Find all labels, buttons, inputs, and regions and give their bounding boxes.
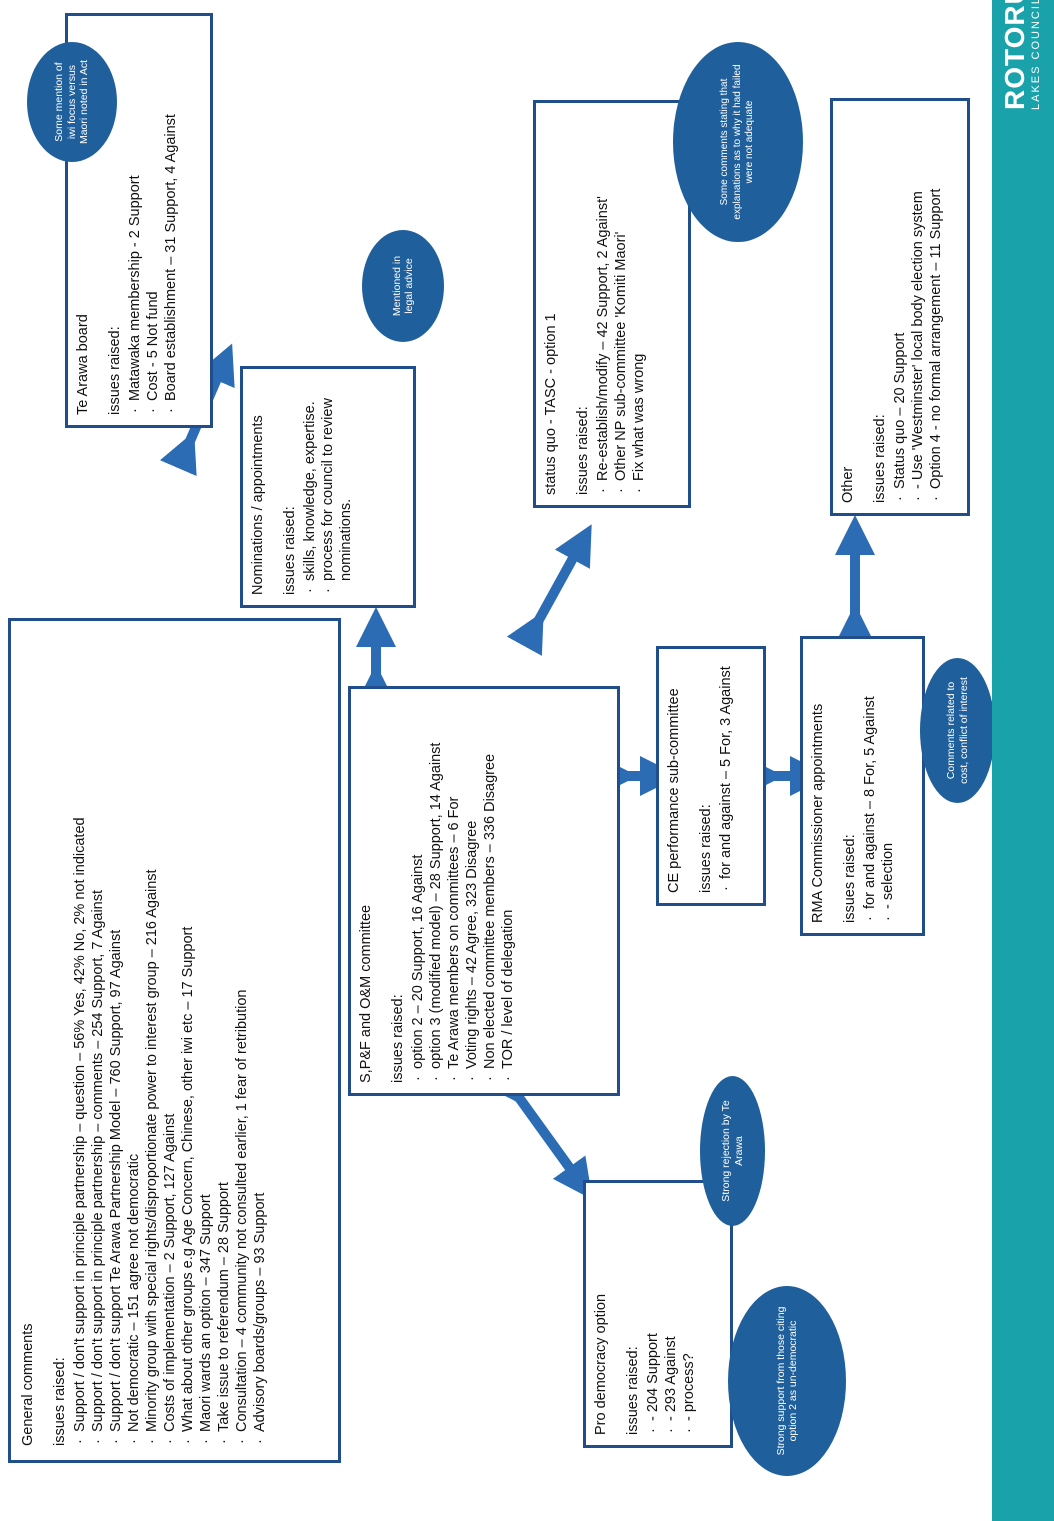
- ce-issues-label: issues raised:: [698, 804, 714, 893]
- rma-issues-label: issues raised:: [842, 834, 858, 923]
- list-item: Re-establish/modify – 42 Support, 2 Agai…: [594, 113, 612, 495]
- spf-issues-list: option 2 – 20 Support, 16 Against option…: [409, 699, 517, 1083]
- nominations-issues-label: issues raised:: [282, 506, 298, 595]
- nominations-title: Nominations / appointments: [250, 415, 266, 595]
- rma-commissioner-box: RMA Commissioner appointments issues rai…: [800, 636, 925, 936]
- list-item: Support / don't support in principle par…: [89, 635, 107, 1446]
- list-item: - Use 'Westminster' local body election …: [909, 111, 927, 503]
- list-item: process for council to review nomination…: [319, 379, 355, 595]
- nominations-issues-list: skills, knowledge, expertise. process fo…: [301, 379, 355, 595]
- list-item: - process?: [680, 1193, 698, 1435]
- other-issues-list: Status quo – 20 Support - Use 'Westminst…: [891, 111, 945, 503]
- list-item: Board establishment – 31 Support, 4 Agai…: [162, 26, 180, 415]
- list-item: Cost - 5 Not fund: [144, 26, 162, 415]
- status-quo-title: status quo - TASC - option 1: [543, 313, 559, 495]
- general-comments-box: General comments issues raised: Support …: [8, 618, 341, 1463]
- list-item: Option 4 - no formal arrangement – 11 Su…: [927, 111, 945, 503]
- bubble-rejection: Strong rejection by Te Arawa: [700, 1076, 765, 1226]
- list-item: Advisory boards/groups – 93 Support: [251, 635, 269, 1446]
- list-item: Fix what was wrong: [630, 113, 648, 495]
- brand-logo: ROTORUA LAKES COUNCIL: [999, 0, 1043, 110]
- list-item: for and against – 5 For, 3 Against: [717, 659, 735, 893]
- nominations-box: Nominations / appointments issues raised…: [240, 366, 416, 608]
- list-item: Costs of implementation – 2 Support, 127…: [161, 635, 179, 1446]
- list-item: Matawaka membership - 2 Support: [126, 26, 144, 415]
- brand-name: ROTORUA: [999, 0, 1030, 110]
- spf-title: S,P&F and O&M committee: [358, 904, 374, 1083]
- list-item: Support / don't support in principle par…: [71, 635, 89, 1446]
- status-quo-issues-label: issues raised:: [575, 406, 591, 495]
- board-issues-list: Matawaka membership - 2 Support Cost - 5…: [126, 26, 180, 415]
- bubble-explanations: Some comments stating that explanations …: [673, 42, 803, 242]
- list-item: - selection: [879, 649, 897, 923]
- ce-title: CE performance sub-committee: [666, 688, 682, 893]
- list-item: Support / don't support Te Arawa Partner…: [107, 635, 125, 1446]
- list-item: - 204 Support: [644, 1193, 662, 1435]
- bubble-legal-advice: Mentioned in legal advice: [362, 230, 444, 342]
- pro-democracy-box: Pro democracy option issues raised: - 20…: [583, 1180, 733, 1448]
- list-item: for and against – 8 For, 5 Against: [861, 649, 879, 923]
- general-issues-label: issues raised:: [52, 1357, 68, 1446]
- ce-issues-list: for and against – 5 For, 3 Against: [717, 659, 735, 893]
- other-box: Other issues raised: Status quo – 20 Sup…: [830, 98, 970, 516]
- list-item: TOR / level of delegation: [499, 699, 517, 1083]
- list-item: Minority group with special rights/dispr…: [143, 635, 161, 1446]
- list-item: Other NP sub-committee 'Komiti Maori': [612, 113, 630, 495]
- list-item: Voting rights – 42 Agree, 323 Disagree: [463, 699, 481, 1083]
- list-item: Non elected committee members – 336 Disa…: [481, 699, 499, 1083]
- ce-performance-box: CE performance sub-committee issues rais…: [656, 646, 766, 906]
- list-item: Status quo – 20 Support: [891, 111, 909, 503]
- spf-committee-box: S,P&F and O&M committee issues raised: o…: [348, 686, 620, 1096]
- list-item: Consultation – 4 community not consulted…: [233, 635, 251, 1446]
- status-quo-box: status quo - TASC - option 1 issues rais…: [533, 100, 691, 508]
- general-comments-title: General comments: [20, 1323, 36, 1447]
- arrow-spf-status: [506, 524, 592, 656]
- list-item: Maori wards an option – 347 Support: [197, 635, 215, 1446]
- list-item: option 2 – 20 Support, 16 Against: [409, 699, 427, 1083]
- arrow-spf-pro: [485, 1062, 593, 1200]
- rma-issues-list: for and against – 8 For, 5 Against - sel…: [861, 649, 897, 923]
- list-item: Take issue to referendum – 28 Support: [215, 635, 233, 1446]
- list-item: skills, knowledge, expertise.: [301, 379, 319, 595]
- status-quo-issues-list: Re-establish/modify – 42 Support, 2 Agai…: [594, 113, 648, 495]
- list-item: Not democratic – 151 agree not democrati…: [125, 635, 143, 1446]
- rma-title: RMA Commissioner appointments: [810, 703, 826, 923]
- bubble-strong-support: Strong support from those citing option …: [728, 1286, 846, 1476]
- bubble-cost-conflict: Comments related to cost, conflict of in…: [920, 658, 995, 803]
- list-item: option 3 (modified model) – 28 Support, …: [427, 699, 445, 1083]
- bubble-iwi-focus: Some mention of iwi focus versus Maori n…: [27, 42, 117, 162]
- brand-subtitle: LAKES COUNCIL: [1030, 0, 1042, 110]
- other-title: Other: [840, 466, 856, 503]
- brand-bar: ROTORUA LAKES COUNCIL: [992, 0, 1054, 1521]
- other-issues-label: issues raised:: [872, 414, 888, 503]
- list-item: Te Arawa members on committees – 6 For: [445, 699, 463, 1083]
- general-issues-list: Support / don't support in principle par…: [71, 635, 269, 1446]
- pro-issues-list: - 204 Support - 293 Against - process?: [644, 1193, 698, 1435]
- pro-issues-label: issues raised:: [625, 1346, 641, 1435]
- spf-issues-label: issues raised:: [390, 994, 406, 1083]
- list-item: What about other groups e.g Age Concern,…: [179, 635, 197, 1446]
- pro-title: Pro democracy option: [593, 1293, 609, 1435]
- list-item: - 293 Against: [662, 1193, 680, 1435]
